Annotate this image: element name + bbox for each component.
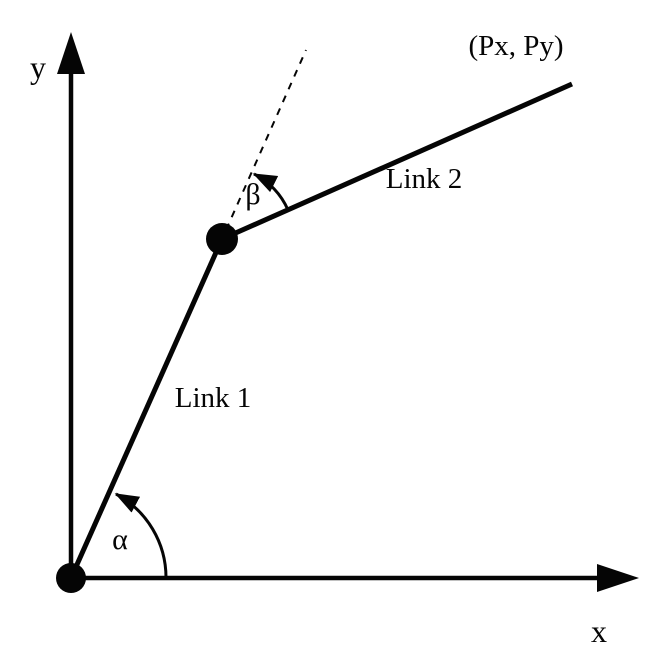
link1-extension-dashed-line xyxy=(225,49,307,231)
y-axis-arrowhead xyxy=(57,32,85,74)
alpha-angle-arc xyxy=(114,492,168,579)
beta-angle-arc xyxy=(252,172,290,211)
link-2-label: Link 2 xyxy=(386,163,463,195)
origin-joint xyxy=(56,563,86,593)
link-1-label: Link 1 xyxy=(175,382,252,414)
alpha-label: α xyxy=(112,523,128,556)
elbow-joint xyxy=(206,223,238,255)
y-axis-label: y xyxy=(30,49,46,85)
x-axis-arrowhead xyxy=(597,564,639,592)
endpoint-label: (Px, Py) xyxy=(468,30,563,62)
x-axis-label: x xyxy=(591,613,607,649)
link-2 xyxy=(220,81,574,242)
beta-label: β xyxy=(245,178,260,211)
link-1 xyxy=(68,237,225,580)
